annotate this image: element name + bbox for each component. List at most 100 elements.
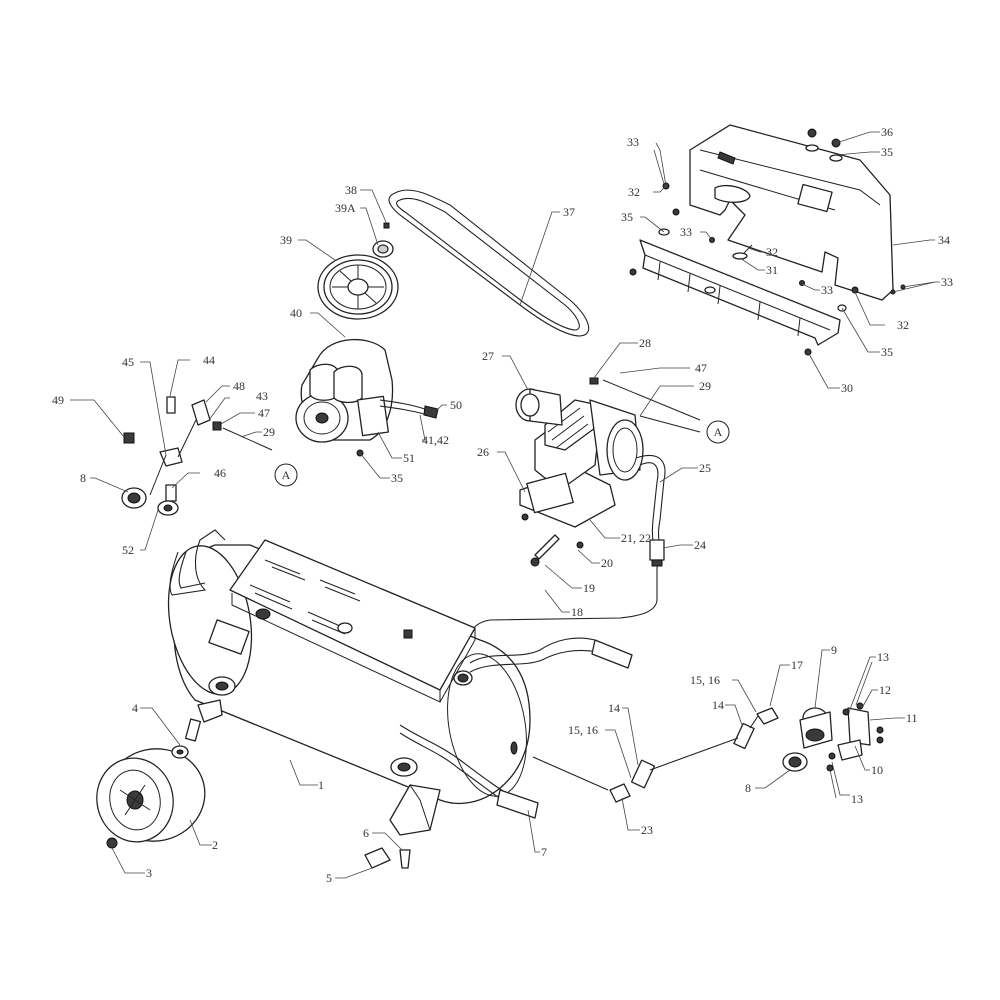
tank-mounting-plate [208,539,476,703]
belt-guard [689,124,894,301]
outlet-tee [756,707,779,725]
callout-8-right: 8 [745,781,751,795]
callout-33-top-left: 33 [627,135,639,149]
callout-25: 25 [699,461,711,475]
callout-13-top: 13 [877,650,889,664]
set-screw [383,222,390,229]
connector-a-right: A [706,420,730,444]
callout-32-upper-left: 32 [628,185,640,199]
outlet-fitting [609,783,631,803]
callout-27: 27 [482,349,494,363]
callout-37: 37 [563,205,575,219]
callout-36: 36 [881,125,893,139]
air-intake-filter [515,388,563,426]
electric-motor [295,339,439,457]
callout-15-16-right: 15, 16 [690,673,720,687]
callout-32-right: 32 [897,318,909,332]
regulator-bracket [837,707,871,761]
callout-7: 7 [541,845,547,859]
callout-32-middle: 32 [766,245,778,259]
regulator [799,707,833,749]
compressor-pump [519,399,644,549]
callout-48: 48 [233,379,245,393]
callout-29-right: 29 [699,379,711,393]
wheel-nut [106,837,118,849]
callout-3: 3 [146,866,152,880]
callout-4: 4 [132,701,138,715]
callout-20: 20 [601,556,613,570]
callout-29-left: 29 [263,425,275,439]
callout-39: 39 [280,233,292,247]
connector-label: A [714,425,723,439]
nipple-fitting [165,484,177,502]
unloader-tube [222,427,273,451]
breather-fitting [589,377,599,385]
callout-15-16-left: 15, 16 [568,723,598,737]
wheel [96,748,206,843]
callout-labels: 1 2 3 4 5 6 7 8 8 9 10 11 12 13 13 14 14… [52,125,953,885]
callout-34: 34 [938,233,950,247]
manifold-link-b [177,419,197,458]
callout-18: 18 [571,605,583,619]
pump-mount-bolts [530,534,560,567]
pressure-gauge [121,487,147,509]
callout-1: 1 [318,778,324,792]
bracket-fasteners [826,702,884,772]
callout-45: 45 [122,355,134,369]
callout-33-right: 33 [941,275,953,289]
callout-44: 44 [203,353,215,367]
leader-lines [70,131,940,879]
connector-a-left: A [274,463,298,487]
callout-6: 6 [363,826,369,840]
callout-33-middle-left: 33 [680,225,692,239]
callout-13-bottom: 13 [851,792,863,806]
quick-coupler-2 [733,722,755,750]
callout-31: 31 [766,263,778,277]
connector-label: A [282,468,291,482]
check-valve [649,539,665,567]
callout-10: 10 [871,763,883,777]
callout-30: 30 [841,381,853,395]
callout-11: 11 [906,711,918,725]
outlet-hose [532,715,759,791]
pulley-bushing [372,240,394,258]
guard-mounting-bracket [639,239,841,346]
wheel-axle [184,699,223,742]
rear-foot [389,784,441,836]
callout-47-left: 47 [258,406,270,420]
callout-35-top-right: 35 [881,145,893,159]
safety-valve [166,396,176,414]
callout-23: 23 [641,823,653,837]
regulator-gauge [782,752,808,772]
wheel-washer [171,745,189,759]
callout-19: 19 [583,581,595,595]
callout-33-middle: 33 [821,283,833,297]
callout-43: 43 [256,389,268,403]
callout-49: 49 [52,393,64,407]
rubber-foot [364,847,391,869]
callout-12: 12 [879,683,891,697]
callout-50: 50 [450,398,462,412]
callout-46: 46 [214,466,226,480]
callout-21-22: 21, 22 [621,531,651,545]
callout-14-right: 14 [712,698,724,712]
rear-handle [399,637,633,819]
callout-52: 52 [122,543,134,557]
callout-47-right: 47 [695,361,707,375]
callout-14-left: 14 [608,701,620,715]
discharge-tube [635,454,666,546]
pressure-switch-fitting [123,432,135,444]
callout-51: 51 [403,451,415,465]
callout-35-upper-left: 35 [621,210,633,224]
callout-35-motor: 35 [391,471,403,485]
motor-pulley [317,254,399,320]
callout-28: 28 [639,336,651,350]
dipstick-rod [602,379,701,433]
callout-39A: 39A [335,201,356,215]
compression-nut [212,421,222,431]
callout-8-left: 8 [80,471,86,485]
callout-17: 17 [791,658,803,672]
callout-24: 24 [694,538,706,552]
callout-2: 2 [212,838,218,852]
